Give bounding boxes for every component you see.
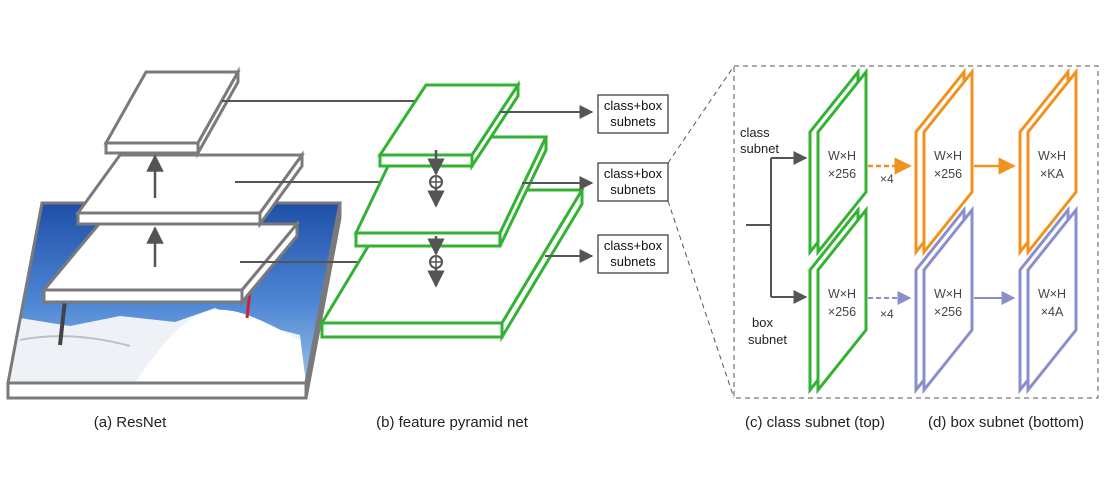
subnet-box-2-line2: subnets bbox=[610, 182, 656, 197]
resnet-level-1 bbox=[40, 219, 301, 307]
subnet-box-3-line2: subnets bbox=[610, 254, 656, 269]
caption-resnet: (a) ResNet bbox=[94, 414, 167, 431]
box-tensor-1-line2: ×256 bbox=[828, 305, 856, 319]
class-tensor-2-line1: W×H bbox=[934, 149, 962, 163]
box-tensor-3-line2: ×4A bbox=[1041, 305, 1064, 319]
box-subnet-tensor-2: W×H ×256 bbox=[914, 205, 974, 395]
resnet-level-2 bbox=[75, 150, 305, 229]
caption-class-subnet: (c) class subnet (top) bbox=[745, 414, 885, 431]
box-subnet-tensor-3: W×H ×4A bbox=[1018, 205, 1078, 395]
subnet-detail-panel bbox=[733, 65, 1099, 399]
class-subnet-label-1: class bbox=[740, 125, 770, 140]
class-tensor-3-line2: ×KA bbox=[1040, 167, 1065, 181]
class-tensor-1-line2: ×256 bbox=[828, 167, 856, 181]
caption-fpn: (b) feature pyramid net bbox=[376, 414, 529, 431]
class-repeat-label: ×4 bbox=[880, 172, 894, 186]
resnet-level-3 bbox=[103, 66, 241, 159]
class-tensor-3-line1: W×H bbox=[1038, 149, 1066, 163]
subnet-branch-lines bbox=[746, 151, 808, 304]
fpn-level-top bbox=[377, 79, 521, 172]
box-subnet-label-1: box bbox=[752, 315, 773, 330]
fpn-output-arrows bbox=[500, 105, 594, 263]
box-tensor-3-line1: W×H bbox=[1038, 287, 1066, 301]
box-tensor-2-line2: ×256 bbox=[934, 305, 962, 319]
box-subnet-tensor-1: W×H ×256 bbox=[808, 205, 868, 395]
subnet-box-3: class+box subnets bbox=[597, 234, 669, 274]
feature-pyramid-net bbox=[319, 79, 585, 343]
subnet-box-1-line1: class+box bbox=[604, 98, 663, 113]
class-tensor-2-line2: ×256 bbox=[934, 167, 962, 181]
class-tensor-1-line1: W×H bbox=[828, 149, 856, 163]
box-tensor-2-line1: W×H bbox=[934, 287, 962, 301]
box-repeat-label: ×4 bbox=[880, 307, 894, 321]
box-subnet-label-2: subnet bbox=[748, 332, 787, 347]
class-subnet-tensor-2: W×H ×256 bbox=[914, 67, 974, 257]
subnet-box-3-line1: class+box bbox=[604, 238, 663, 253]
zoom-lines bbox=[667, 65, 735, 399]
fpn-level-middle bbox=[353, 135, 549, 248]
subnet-box-2: class+box subnets bbox=[597, 162, 669, 202]
class-subnet-tensor-1: W×H ×256 bbox=[808, 67, 868, 257]
subnet-box-1-line2: subnets bbox=[610, 114, 656, 129]
class-subnet-label-2: subnet bbox=[740, 141, 779, 156]
box-tensor-1-line1: W×H bbox=[828, 287, 856, 301]
subnet-box-1: class+box subnets bbox=[597, 94, 669, 134]
caption-box-subnet: (d) box subnet (bottom) bbox=[928, 414, 1084, 431]
resnet-backbone bbox=[6, 66, 342, 400]
subnet-box-2-line1: class+box bbox=[604, 166, 663, 181]
class-subnet-tensor-3: W×H ×KA bbox=[1018, 67, 1078, 257]
